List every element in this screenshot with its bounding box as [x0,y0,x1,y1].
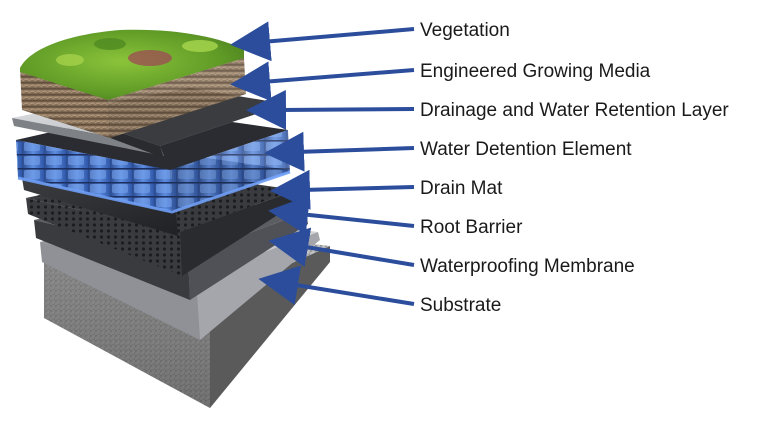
label-root-barrier: Root Barrier [420,217,523,238]
label-drainage-retention: Drainage and Water Retention Layer [420,100,729,121]
arrow-drain-mat [270,169,415,210]
layer-labels: Vegetation Engineered Growing Media Drai… [420,20,729,316]
arrow-substrate [258,265,415,306]
label-water-detention: Water Detention Element [420,139,632,160]
arrow-vegetation [230,21,415,62]
arrow-root-barrier [268,194,415,235]
arrow-drainage-retention [246,89,415,130]
label-growing-media: Engineered Growing Media [420,61,651,82]
label-waterproofing-membrane: Waterproofing Membrane [420,256,635,277]
arrow-growing-media [230,61,415,102]
label-substrate: Substrate [420,295,501,316]
label-drain-mat: Drain Mat [420,178,503,199]
arrow-water-detention [264,131,415,172]
pointer-arrows [230,21,415,306]
arrow-waterproofing-membrane [268,227,415,268]
label-vegetation: Vegetation [420,20,510,41]
vegetation-layer [20,29,244,100]
